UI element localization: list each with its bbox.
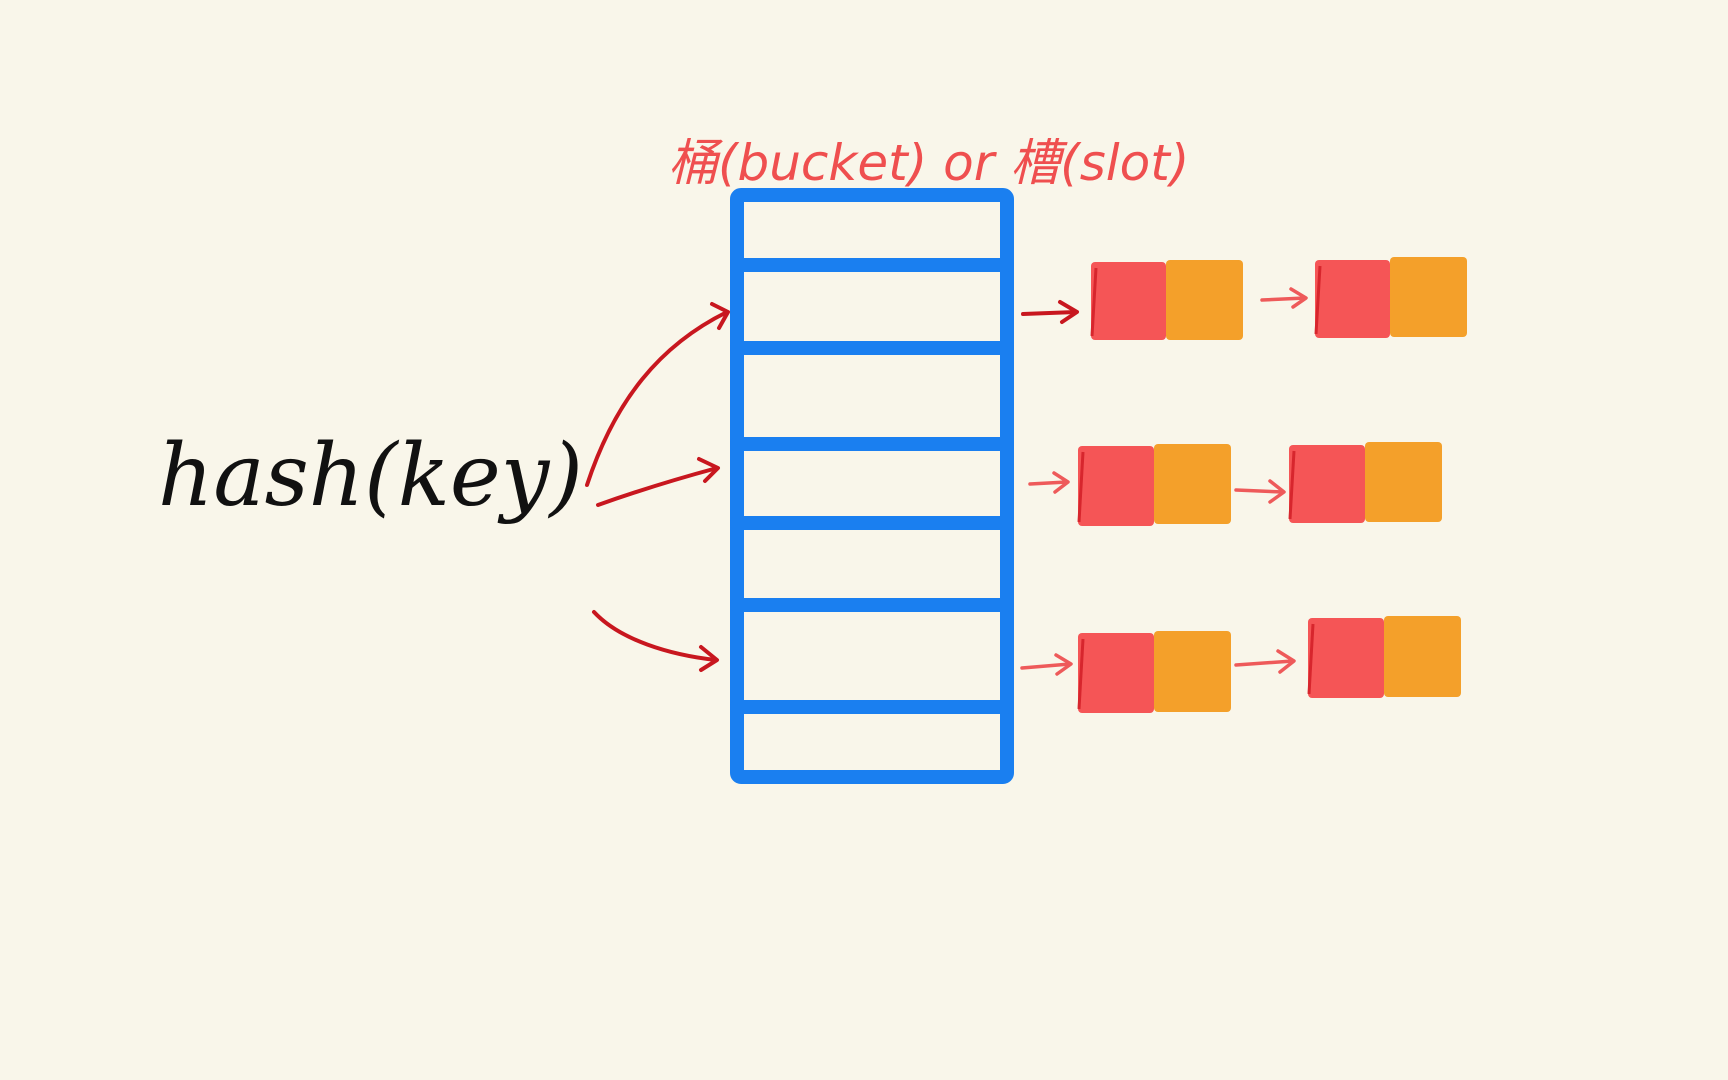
chain-row bbox=[1020, 616, 1461, 713]
bucket-to-node-arrow bbox=[1020, 653, 1073, 676]
node-value-cell bbox=[1384, 616, 1461, 697]
node-link-arrow bbox=[1234, 649, 1296, 674]
node-key-shade bbox=[1077, 638, 1085, 710]
node-value-cell bbox=[1390, 257, 1467, 337]
chain-row bbox=[1021, 257, 1467, 340]
node-value-cell bbox=[1166, 260, 1243, 340]
list-node bbox=[1090, 260, 1243, 340]
node-key-shade bbox=[1307, 623, 1315, 695]
node-key-cell bbox=[1308, 618, 1384, 698]
hash-arrow-middle bbox=[596, 457, 720, 507]
node-key-cell bbox=[1078, 446, 1154, 526]
bucket-to-node-arrow bbox=[1021, 300, 1079, 324]
chain-row bbox=[1028, 442, 1442, 526]
node-key-shade bbox=[1077, 451, 1085, 523]
list-node bbox=[1288, 442, 1442, 523]
node-key-shade bbox=[1288, 450, 1296, 520]
node-key-cell bbox=[1078, 633, 1154, 713]
list-node bbox=[1077, 631, 1231, 713]
node-value-cell bbox=[1154, 631, 1231, 712]
node-link-arrow bbox=[1260, 287, 1308, 309]
list-node bbox=[1314, 257, 1467, 338]
hash-arrow-upper bbox=[585, 302, 730, 487]
bucket-to-node-arrow bbox=[1028, 471, 1070, 494]
hash-arrows bbox=[585, 302, 730, 672]
node-key-cell bbox=[1289, 445, 1365, 523]
node-key-shade bbox=[1090, 267, 1098, 337]
hash-arrow-lower bbox=[592, 610, 719, 672]
bucket-array-outline bbox=[730, 188, 1014, 784]
bucket-array bbox=[730, 188, 1014, 784]
node-value-cell bbox=[1154, 444, 1231, 524]
node-link-arrow bbox=[1234, 479, 1286, 504]
list-node bbox=[1307, 616, 1461, 698]
list-node bbox=[1077, 444, 1231, 526]
node-key-cell bbox=[1315, 260, 1390, 338]
node-value-cell bbox=[1365, 442, 1442, 522]
bucket-slot-label: 桶(bucket) or 槽(slot) bbox=[668, 134, 1189, 192]
node-key-shade bbox=[1314, 265, 1322, 335]
hash-key-label: hash(key) bbox=[158, 426, 583, 526]
node-key-cell bbox=[1091, 262, 1166, 340]
